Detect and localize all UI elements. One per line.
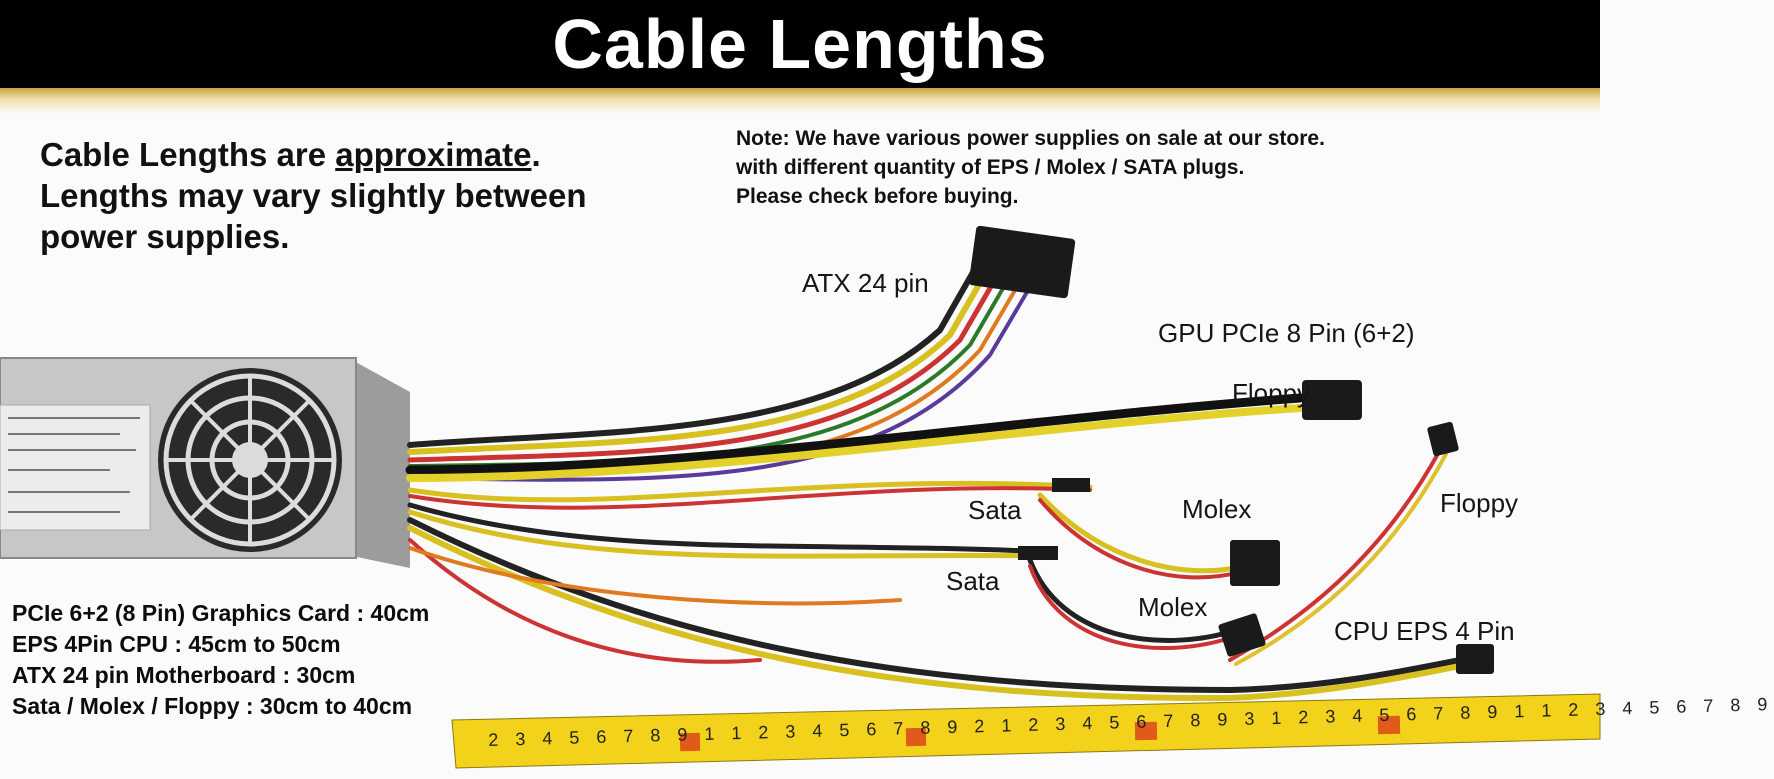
note-line: with different quantity of EPS / Molex /… <box>736 156 1245 179</box>
label-floppy: Floppy <box>1440 488 1519 518</box>
label-molex-2: Molex <box>1138 592 1208 622</box>
psu-side <box>352 360 410 568</box>
sata-connector <box>1018 546 1058 560</box>
spec-line: EPS 4Pin CPU : 45cm to 50cm <box>12 631 341 657</box>
atx-24-pin-connector <box>968 225 1076 299</box>
note-line: Note: We have various power supplies on … <box>736 127 1325 150</box>
label-molex-1: Molex <box>1182 494 1252 524</box>
psu-label-lines <box>8 417 140 513</box>
underlined-word: approximate <box>335 136 532 173</box>
psu-label <box>0 404 151 531</box>
ruler-marker <box>1377 715 1401 735</box>
note-line: Please check before buying. <box>736 185 1019 208</box>
ruler-marker <box>1134 721 1158 741</box>
disclaimer-line: Lengths may vary slightly between <box>40 177 587 214</box>
spec-line: PCIe 6+2 (8 Pin) Graphics Card : 40cm <box>12 600 430 626</box>
label-atx-24-pin: ATX 24 pin <box>802 268 929 298</box>
spec-line: Sata / Molex / Floppy : 30cm to 40cm <box>12 693 413 719</box>
spec-line: ATX 24 pin Motherboard : 30cm <box>12 662 356 688</box>
label-sata-2: Sata <box>946 566 1000 596</box>
psu-cable-photo <box>0 225 1601 769</box>
label-sata-1: Sata <box>968 495 1022 525</box>
disclaimer-line: power supplies. <box>40 218 290 255</box>
ruler-marker <box>905 727 927 747</box>
banner-gradient <box>0 88 1600 114</box>
label-cpu-eps: CPU EPS 4 Pin <box>1334 616 1515 646</box>
cpu-eps-connector <box>1456 644 1494 674</box>
disclaimer-text: Cable Lengths are approximate. Lengths m… <box>40 134 587 257</box>
page-title: Cable Lengths <box>552 5 1048 83</box>
measuring-tape <box>451 693 1601 769</box>
floppy-connector <box>1427 421 1459 457</box>
store-note: Note: We have various power supplies on … <box>736 124 1325 211</box>
cable-bundle <box>405 257 1463 702</box>
molex-connector <box>1218 613 1266 657</box>
label-floppy-overlap: Floppy <box>1232 378 1311 408</box>
label-gpu-pcie: GPU PCIe 8 Pin (6+2) <box>1158 318 1415 348</box>
disclaimer-line: Cable Lengths are approximate. <box>40 136 541 173</box>
molex-connector <box>1230 540 1280 586</box>
sata-connector <box>1052 478 1090 492</box>
gpu-8-pin-connector <box>1302 380 1362 420</box>
cable-length-specs: PCIe 6+2 (8 Pin) Graphics Card : 40cm EP… <box>12 598 429 722</box>
ruler-marker <box>679 732 701 752</box>
title-banner <box>0 0 1600 88</box>
